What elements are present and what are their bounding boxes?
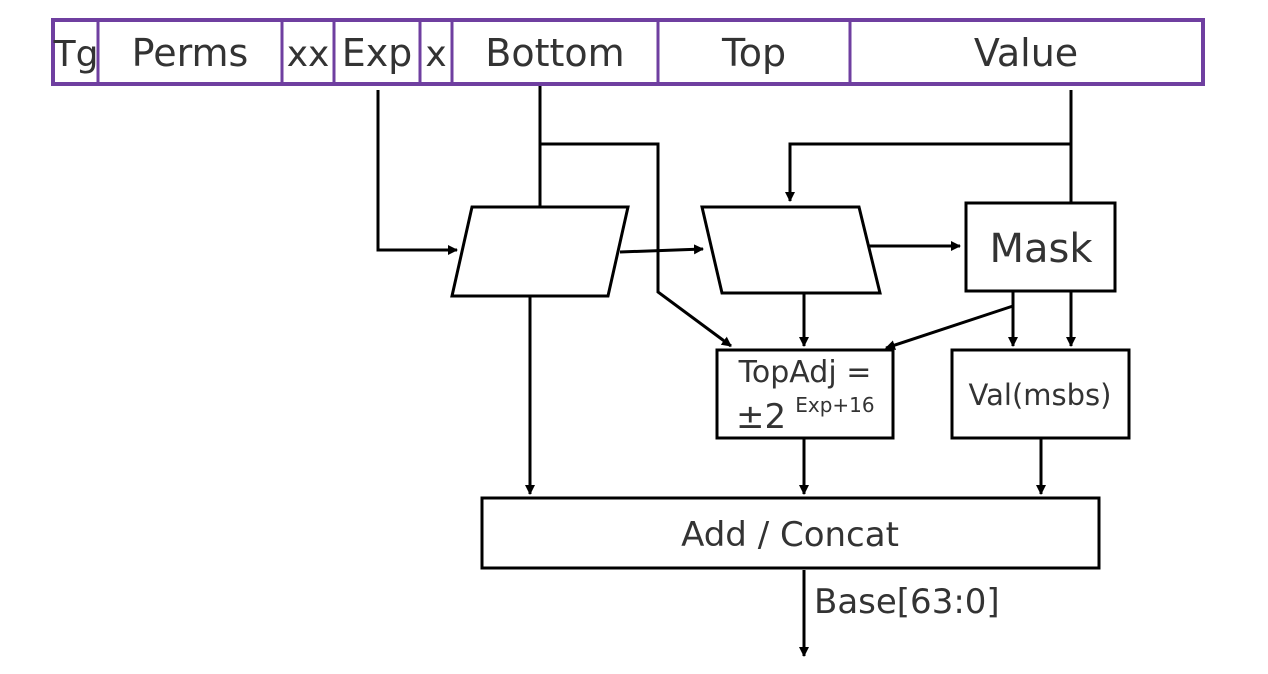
field-top: Top <box>721 31 786 75</box>
wires <box>376 86 1076 657</box>
shifter1-to-shifter2-wire <box>619 244 704 255</box>
field-tg: Tg <box>53 34 99 75</box>
value-to-shifter2-wire <box>785 142 1071 202</box>
output-base-label: Base[63:0] <box>814 582 1000 622</box>
mask-label: Mask <box>989 226 1093 272</box>
blocks: Mask TopAdj = ±2 Exp+16 Val(msbs) Add / … <box>450 201 1131 570</box>
valmsbs-label: Val(msbs) <box>969 378 1112 412</box>
bottom-to-topadj-wire <box>540 142 732 348</box>
add-concat-label: Add / Concat <box>681 515 899 555</box>
field-bottom: Bottom <box>485 31 624 75</box>
field-xx: xx <box>287 34 330 75</box>
mask-to-topadj-wire <box>885 304 1014 350</box>
field-value: Value <box>974 31 1078 75</box>
mask-block <box>964 201 1117 293</box>
shifter1-parallelogram <box>450 205 630 298</box>
add-concat-block <box>480 496 1101 570</box>
shifter2-parallelogram <box>700 205 882 295</box>
exp-to-shifter1-wire <box>376 90 458 255</box>
capability-field-bar: Tg Perms xx Exp x Bottom Top Value <box>51 18 1205 86</box>
field-x: x <box>425 34 446 75</box>
topadj-exponent: Exp+16 <box>795 393 874 417</box>
field-perms: Perms <box>132 31 249 75</box>
field-exp: Exp <box>342 31 413 75</box>
topadj-label-line2: ±2 Exp+16 <box>736 393 875 437</box>
topadj-label-line1: TopAdj = <box>738 355 872 390</box>
topadj-block <box>715 348 895 440</box>
field-bar-outline <box>51 18 1205 86</box>
topadj-pm-two: ±2 <box>736 397 786 437</box>
valmsbs-block <box>950 348 1131 440</box>
